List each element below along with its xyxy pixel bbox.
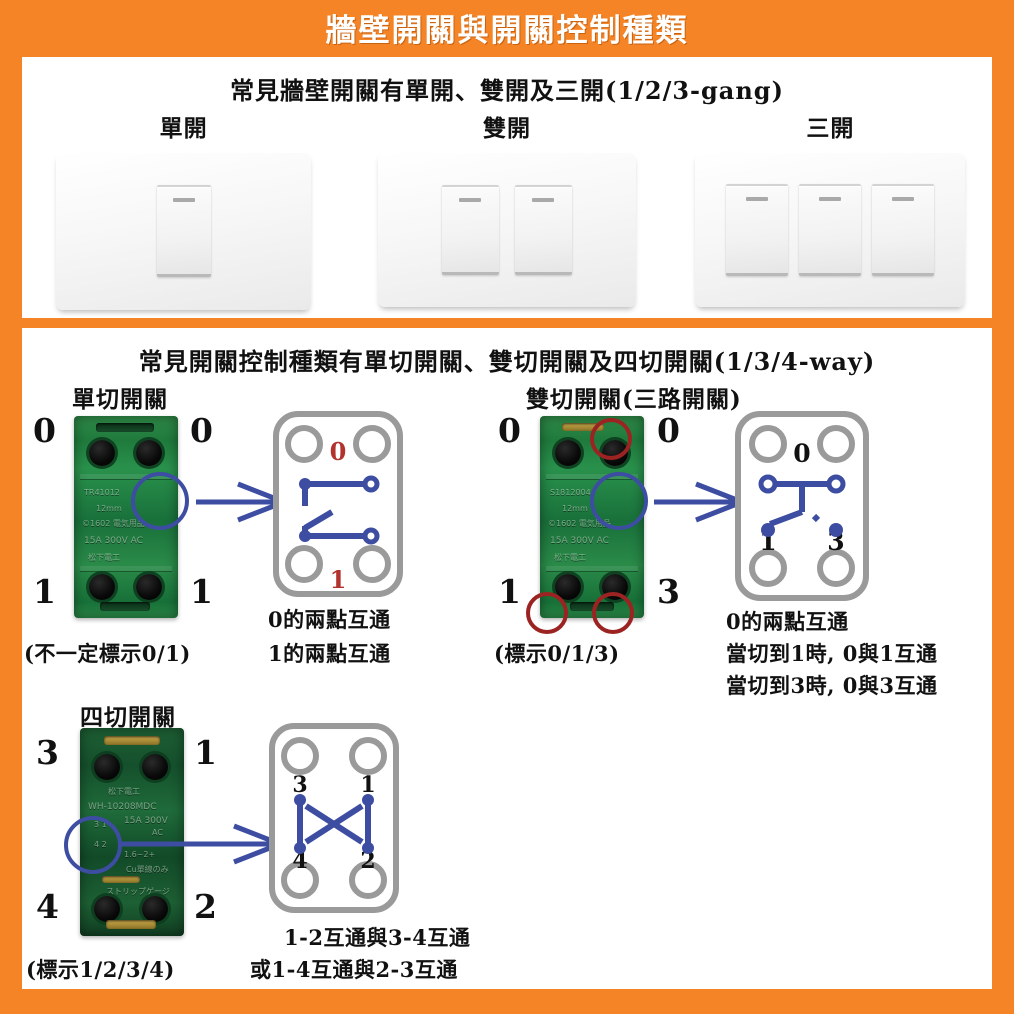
three-way-red-circle-bottom-right — [592, 592, 634, 634]
rocker-icon — [514, 184, 572, 275]
three-way-terminal-bottom-right: 3 — [657, 572, 680, 611]
gang-row: 單開 雙開 三開 — [22, 109, 992, 310]
four-way-note: (標示1/2/3/4) — [26, 957, 175, 982]
way-section-heading: 常見開關控制種類有單切開關、雙切開關及四切開關(1/3/4-way) — [138, 347, 876, 376]
way-section-panel: 常見開關控制種類有單切開關、雙切開關及四切開關(1/3/4-way) 單切開關 … — [22, 328, 992, 989]
four-way-terminal-top-left: 3 — [36, 733, 59, 772]
three-way-note: (標示0/1/3) — [494, 641, 620, 666]
four-way-title: 四切開關 — [80, 704, 176, 731]
two-gang-switch: 雙開 — [357, 109, 657, 307]
one-way-caption-1: 0的兩點互通 — [268, 607, 391, 632]
rocker-icon — [872, 183, 935, 276]
four-way-terminal-top-right: 1 — [194, 733, 217, 772]
one-way-highlight-circle — [131, 472, 189, 530]
three-way-caption-1: 0的兩點互通 — [726, 609, 849, 634]
three-way-terminal-bottom-left: 1 — [498, 572, 521, 611]
four-way-schem-top-left-label: 3 — [292, 772, 307, 798]
one-way-schematic: 0 1 — [273, 411, 403, 597]
three-way-terminal-top-right: 0 — [657, 411, 680, 450]
four-way-schem-bottom-right-label: 2 — [360, 848, 375, 874]
three-way-caption-3: 當切到3時, 0與3互通 — [726, 673, 938, 698]
one-way-schem-top-label: 0 — [330, 437, 347, 466]
one-way-caption-2: 1的兩點互通 — [268, 641, 391, 666]
three-way-title: 雙切開關(三路開關) — [526, 386, 742, 413]
rocker-icon — [799, 183, 862, 276]
four-way-schem-bottom-left-label: 4 — [292, 848, 307, 874]
one-gang-switch: 單開 — [34, 109, 334, 310]
three-way-block: 雙切開關(三路開關) 0 0 1 3 S1812004 12mm ©1602 電… — [490, 380, 990, 698]
four-way-highlight-circle — [64, 816, 122, 874]
one-gang-plate — [56, 152, 312, 310]
four-way-schem-top-right-label: 1 — [360, 772, 375, 798]
three-way-schem-top-label: 0 — [793, 439, 810, 468]
one-way-note: (不一定標示0/1) — [24, 641, 191, 666]
one-way-terminal-bottom-left: 1 — [33, 572, 56, 611]
poster-title: 牆壁開關與開關控制種類 — [325, 13, 689, 49]
one-way-terminal-top-left: 0 — [33, 411, 56, 450]
three-way-red-circle-bottom-left — [526, 592, 568, 634]
four-way-caption-2: 或1-4互通與2-3互通 — [250, 957, 458, 982]
poster-title-bar: 牆壁開關與開關控制種類 — [0, 0, 1014, 55]
one-gang-label: 單開 — [159, 115, 208, 142]
rocker-icon — [441, 184, 499, 275]
three-way-terminal-top-left: 0 — [498, 411, 521, 450]
one-way-block: 單切開關 0 0 1 1 TR41012 12mm ©1602 電気用品 15A… — [22, 380, 482, 680]
two-gang-label: 雙開 — [482, 115, 531, 142]
four-way-pointer-arrow — [118, 823, 286, 865]
three-way-red-circle-top — [590, 418, 632, 460]
rocker-icon — [726, 183, 789, 276]
three-way-schematic: 0 1 3 — [735, 411, 869, 601]
gang-section-panel: 常見牆壁開關有單開、雙開及三開(1/2/3-gang) 單開 雙開 三開 — [22, 57, 992, 318]
two-gang-plate — [377, 152, 636, 307]
four-way-terminal-bottom-left: 4 — [36, 887, 59, 926]
one-way-terminal-top-right: 0 — [190, 411, 213, 450]
one-way-title: 單切開關 — [72, 386, 168, 413]
gang-section-heading: 常見牆壁開關有單開、雙開及三開(1/2/3-gang) — [230, 76, 784, 105]
three-way-highlight-circle — [590, 472, 648, 530]
one-way-terminal-bottom-right: 1 — [190, 572, 213, 611]
four-way-terminal-bottom-right: 2 — [194, 887, 217, 926]
three-gang-switch: 三開 — [680, 109, 980, 307]
four-way-schematic: 3 1 4 2 — [269, 723, 399, 913]
three-gang-label: 三開 — [806, 115, 855, 142]
three-way-caption-2: 當切到1時, 0與1互通 — [726, 641, 938, 666]
three-gang-plate — [695, 152, 966, 307]
four-way-caption-1: 1-2互通與3-4互通 — [284, 925, 471, 950]
four-way-block: 四切開關 3 1 4 2 松下電工 WH-10208MDC 15A 300V A… — [22, 698, 582, 988]
one-way-schem-bottom-label: 1 — [330, 565, 347, 594]
rocker-icon — [156, 185, 211, 277]
